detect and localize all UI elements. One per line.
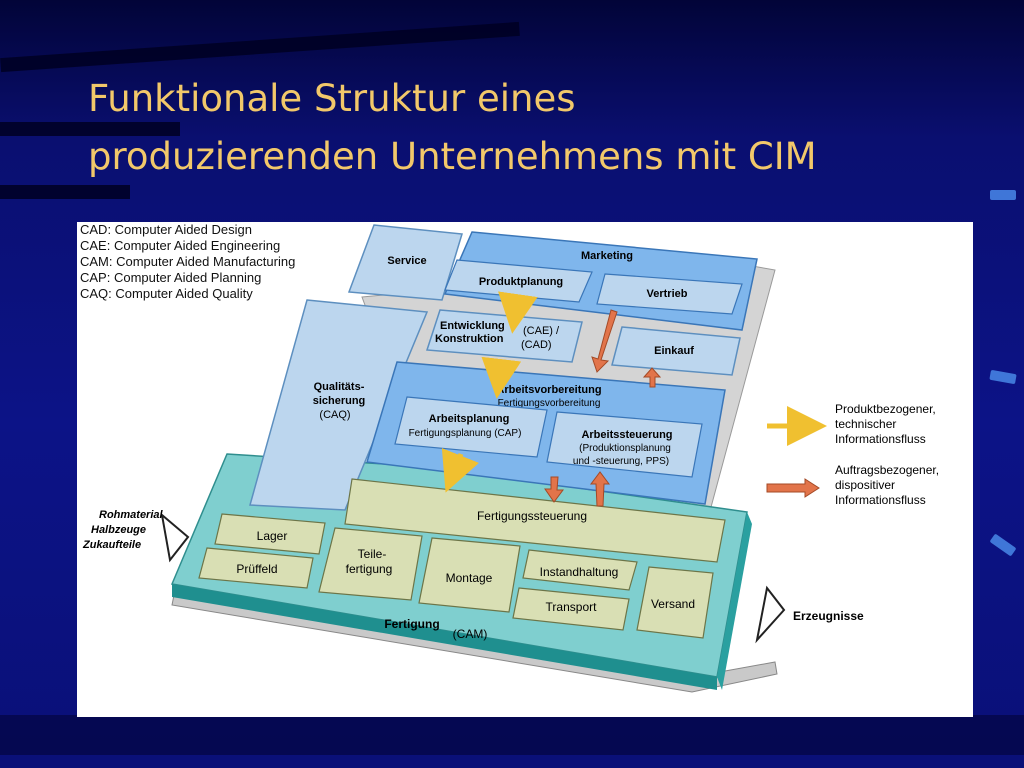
output-triangle-icon <box>755 585 786 644</box>
yellow-arrow <box>498 291 538 334</box>
abbreviation-caq: CAQ: Computer Aided Quality <box>80 286 253 301</box>
montage-label: Montage <box>446 571 493 585</box>
input-triangle-icon <box>160 512 190 563</box>
vertrieb-label: Vertrieb <box>647 288 688 300</box>
fertigung-cam-label: (CAM) <box>453 627 488 641</box>
fertigung-slab-edge <box>172 584 717 690</box>
qualitaet-label-2: sicherung <box>313 395 366 407</box>
qualitaetssicherung-box <box>249 299 429 511</box>
yellow-arrow <box>481 356 522 399</box>
background-streak <box>0 715 1024 755</box>
service-box <box>347 224 463 301</box>
orange-arrow <box>591 309 618 373</box>
diagram-panel: Qualitäts- sicherung (CAQ) Service Marke… <box>77 222 973 717</box>
qualitaet-label-1: Qualitäts- <box>314 381 365 393</box>
title-line-2: produzierenden Unternehmens mit CIM <box>88 135 817 178</box>
background-streak <box>0 185 130 199</box>
transport-box[interactable] <box>512 587 630 631</box>
einkauf-box[interactable] <box>611 326 741 376</box>
produktplanung-label: Produktplanung <box>479 276 563 288</box>
abbreviation-cad: CAD: Computer Aided Design <box>80 222 252 237</box>
input-label-2: Halbzeuge <box>91 524 146 536</box>
orange-arrow <box>590 471 610 507</box>
fertigungsvorbereitung-label: Fertigungsvorbereitung <box>498 398 601 409</box>
output-label: Erzeugnisse <box>793 609 864 623</box>
konstruktion-label: Konstruktion <box>435 333 504 345</box>
entwicklung-label: Entwicklung <box>440 320 505 332</box>
montage-box[interactable] <box>418 537 521 613</box>
decoration-bar <box>990 190 1016 200</box>
legend-yellow-1: Produktbezogener, <box>835 402 936 416</box>
orange-arrow <box>642 367 662 388</box>
teilefertigung-label-2: fertigung <box>346 562 393 576</box>
instandhaltung-label: Instandhaltung <box>540 565 619 579</box>
legend-orange-1: Auftragsbezogener, <box>835 463 939 477</box>
input-label-1: Rohmaterial <box>99 509 164 521</box>
slide-title: Funktionale Struktur eines produzierende… <box>88 70 968 186</box>
legend-yellow-2: technischer <box>835 417 896 431</box>
fertigung-label: Fertigung <box>384 617 439 631</box>
marketing-label: Marketing <box>581 250 633 262</box>
legend-orange-3: Informationsfluss <box>835 493 926 507</box>
pruefeld-box[interactable] <box>198 547 314 589</box>
legend-orange-2: dispositiver <box>835 478 895 492</box>
produktplanung-box[interactable] <box>444 259 593 303</box>
teilefertigung-box[interactable] <box>318 527 423 601</box>
input-label-3: Zukaufteile <box>82 539 141 551</box>
transport-label: Transport <box>546 600 598 614</box>
arbeitssteuerung-box[interactable] <box>546 411 703 478</box>
background-streak <box>0 122 180 136</box>
legend-yellow-3: Informationsfluss <box>835 432 926 446</box>
arbeitssteuerung-label: Arbeitssteuerung <box>581 429 672 441</box>
title-line-1: Funktionale Struktur eines <box>88 77 576 120</box>
abbreviation-cam: CAM: Computer Aided Manufacturing <box>80 254 296 269</box>
arbeitsplanung-sub-label: Fertigungsplanung (CAP) <box>409 428 522 439</box>
konstruktion-cad-label: (CAD) <box>521 339 552 351</box>
qualitaet-label-3: (CAQ) <box>319 409 350 421</box>
service-label: Service <box>387 255 426 267</box>
abbreviation-list: CAD: Computer Aided Design CAE: Computer… <box>80 222 295 302</box>
arbeitssteuerung-sub2-label: und -steuerung, PPS) <box>573 456 669 467</box>
teilefertigung-label-1: Teile- <box>358 547 387 561</box>
abbreviation-cap: CAP: Computer Aided Planning <box>80 270 262 285</box>
arbeitsplanung-label: Arbeitsplanung <box>429 413 510 425</box>
abbreviation-cae: CAE: Computer Aided Engineering <box>80 238 281 253</box>
lager-label: Lager <box>257 529 288 543</box>
einkauf-label: Einkauf <box>654 345 694 357</box>
legend-orange-arrow <box>766 478 820 498</box>
pruefeld-label: Prüffeld <box>236 562 277 576</box>
arbeitsvorbereitung-label: Arbeitsvorbereitung <box>496 384 601 396</box>
fertigung-slab-side <box>717 512 752 690</box>
entwicklung-cae-label: (CAE) / <box>523 325 560 337</box>
cim-diagram: Qualitäts- sicherung (CAQ) Service Marke… <box>82 224 939 693</box>
arbeitssteuerung-sub1-label: (Produktionsplanung <box>579 443 671 454</box>
arbeitsplanung-box[interactable] <box>394 396 548 458</box>
orange-arrow <box>544 476 564 503</box>
fertigungssteuerung-label: Fertigungssteuerung <box>477 509 587 523</box>
lager-box[interactable] <box>214 513 326 555</box>
vertrieb-box[interactable] <box>596 273 743 315</box>
yellow-arrow <box>441 448 479 493</box>
instandhaltung-box[interactable] <box>522 549 638 591</box>
versand-box[interactable] <box>636 566 714 639</box>
versand-label: Versand <box>651 597 695 611</box>
